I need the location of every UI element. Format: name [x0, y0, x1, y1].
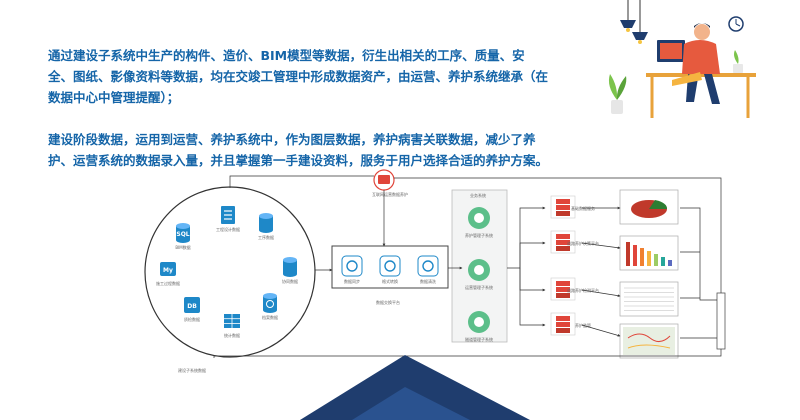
- source-label: 档案数据: [262, 314, 278, 320]
- sync-database-icon: [263, 293, 277, 313]
- center-box: [331, 245, 449, 289]
- top-node-label: 互联网运营数据养护: [372, 191, 408, 197]
- source-label: 质检数据: [184, 316, 200, 322]
- lamp-icon: [632, 32, 648, 40]
- office-illustration: [608, 0, 756, 118]
- service-node-icon: [550, 230, 576, 254]
- service-node-icon: [550, 277, 576, 301]
- lamp-icon: [620, 20, 636, 28]
- plant-pot: [611, 100, 623, 114]
- bottom-chevron-decoration: [300, 355, 530, 420]
- center-item-label: 数据同步: [344, 278, 360, 284]
- app-label: 运营管理子系统: [465, 284, 493, 290]
- db-icon: DB: [184, 297, 200, 313]
- svg-text:SQL: SQL: [176, 231, 189, 238]
- center-item-label: 格式转换: [382, 278, 398, 284]
- output-bar: [716, 292, 726, 350]
- app-label: 养护管理子系统: [465, 232, 493, 238]
- database-icon: [259, 213, 273, 233]
- stack-icon: [468, 207, 490, 229]
- table-output: [619, 281, 679, 317]
- pie-chart-output: [619, 189, 679, 225]
- source-label: 统计数据: [224, 332, 240, 338]
- mysql-icon: My: [160, 262, 176, 276]
- desk: [646, 73, 756, 77]
- center-item-label: 数据清洗: [420, 278, 436, 284]
- top-node: 互联网运营数据养护: [372, 169, 408, 197]
- service-node-icon: [550, 312, 576, 336]
- source-label: 协同数据: [282, 278, 298, 284]
- output-thumbnails: [619, 189, 679, 359]
- search-clean-icon: [417, 255, 439, 277]
- sql-database-icon: SQL: [176, 223, 190, 243]
- apps-box-label: 业务系统: [470, 192, 486, 198]
- source-label: BIM数据: [175, 244, 190, 250]
- center-box-label: 数据交换平台: [376, 299, 400, 305]
- app-label: 隧道管理子系统: [465, 336, 493, 342]
- source-label: 工程设计数据: [216, 226, 240, 232]
- plant-icon: [608, 74, 618, 100]
- service-node-icon: [550, 195, 576, 219]
- sync-icon: [341, 255, 363, 277]
- document-icon: [221, 206, 235, 224]
- svg-text:DB: DB: [187, 303, 197, 310]
- database-icon: [283, 257, 297, 277]
- network-icon: [468, 311, 490, 333]
- person-head: [694, 24, 710, 40]
- gear-icon: [468, 259, 490, 281]
- table-icon: [224, 314, 240, 328]
- monitor-icon: [378, 175, 390, 184]
- map-output: [619, 323, 679, 359]
- bar-chart-output: [619, 235, 679, 271]
- intro-paragraph-1: 通过建设子系统中生产的构件、造价、BIM模型等数据，衍生出相关的工序、质量、安全…: [48, 47, 549, 105]
- circle-caption: 建设子系统数据: [178, 367, 206, 373]
- source-label: 施工过程数据: [156, 280, 180, 286]
- svg-text:My: My: [163, 267, 173, 274]
- connectors: [213, 175, 722, 358]
- word-convert-icon: [379, 255, 401, 277]
- intro-paragraph-2: 建设阶段数据，运用到运营、养护系统中，作为图层数据，养护病害关联数据，减少了养护…: [48, 131, 549, 168]
- person-body: [682, 40, 720, 74]
- source-label: 工序数据: [258, 234, 274, 240]
- center-box-items: 数据同步 格式转换 数据清洗: [341, 255, 439, 284]
